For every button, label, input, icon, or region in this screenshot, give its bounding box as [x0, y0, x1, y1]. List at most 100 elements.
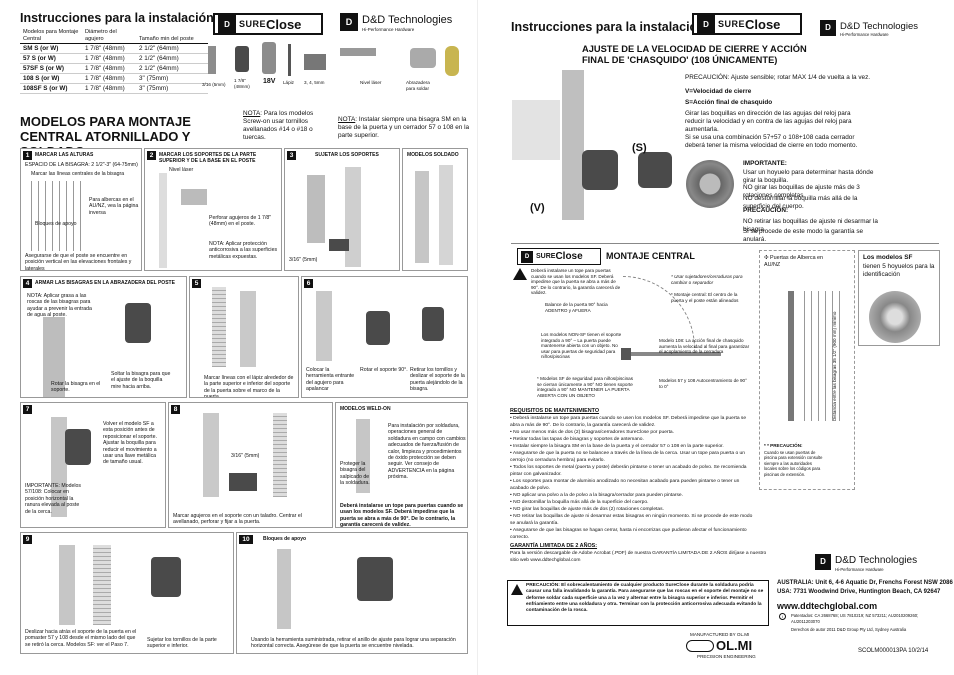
panel-number: 1	[23, 151, 32, 160]
post-illustration	[562, 70, 584, 220]
divider	[511, 243, 939, 244]
panel-text: Marcar las líneas centrales de la bisagr…	[31, 171, 125, 177]
precaution-1: PRECAUCIÓN: Ajuste sensible; rotar MAX 1…	[685, 74, 871, 81]
post-illustration	[51, 417, 67, 517]
sf-box-title: Los modelos SF	[863, 254, 913, 261]
sf-models-box: Los modelos SF tienen 5 hoyuelos para la…	[858, 250, 940, 346]
cell: 57SF S (or W)	[20, 63, 82, 74]
list-item: • NO destornillar la boquilla más allá d…	[510, 500, 649, 505]
sf-box-text: tienen 5 hoyuelos para la identificación	[863, 263, 935, 278]
list-item: • Asegurarse de que la puerta no se bala…	[510, 451, 745, 463]
bracket-illustration	[181, 189, 207, 205]
panel-3: 3 SUJETAR LOS SOPORTES 3/16" (5mm)	[284, 148, 400, 271]
olmi-rings-icon	[686, 639, 714, 652]
list-item: • Los soportes para montar de aluminio a…	[510, 479, 740, 491]
cell: 3" (75mm)	[136, 73, 208, 84]
gate-illustration	[273, 413, 287, 497]
panel-4: 4 ARMAR LAS BISAGRAS EN LA ABRAZADERA DE…	[20, 276, 187, 398]
cell: 3" (75mm)	[136, 83, 208, 94]
right-page-title: Instrucciones para la instalación	[511, 20, 705, 34]
hinge-illustration	[422, 307, 444, 341]
address-usa: USA: 7731 Woodwind Drive, Huntington Bea…	[777, 589, 941, 595]
adjust-text-2: Si se usa una combinación 57+57 o 108+10…	[685, 134, 858, 149]
panel-7: 7 Volver el modelo SF a esta posición an…	[20, 402, 166, 528]
brand-close: Close	[555, 251, 583, 262]
panel-title: MODELOS WELD-ON	[340, 406, 391, 412]
panel-text: NOTA: Aplicar grasa a las roscas de las …	[27, 293, 92, 319]
panel-text: Volver el modelo SF a esta posición ante…	[103, 421, 157, 466]
note-text: : Instalar siempre una bisagra SM en la …	[338, 116, 470, 139]
drill-illustration	[229, 473, 257, 491]
maint-item: NO girar las boquillas de ajuste más de …	[513, 507, 664, 512]
cell: 2 1/2" (64mm)	[136, 63, 208, 74]
cell: 108 S (or W)	[20, 73, 82, 84]
panel-title: ARMAR LAS BISAGRAS EN LA ABRAZADERA DEL …	[35, 280, 175, 286]
adjust-title: AJUSTE DE LA VELOCIDAD DE CIERRE Y ACCIÓ…	[582, 44, 807, 65]
panel-10: 10 Bloques de apoyo Usando la herramient…	[236, 532, 468, 654]
diagram-text: * Usar sujetadores/cerraduras para cambi…	[671, 274, 743, 285]
adjust-illustration: (S) (V)	[512, 70, 682, 240]
tool-label: 18V	[263, 78, 276, 85]
warranty-title: GARANTÍA LIMITADA DE 2 AÑOS:	[510, 543, 598, 549]
col-header-models: Modelos para Montaje Central	[20, 28, 82, 44]
maint-item: Los soportes para montar de aluminio ano…	[510, 479, 740, 491]
panel-text: 3/16" (5mm)	[231, 453, 260, 459]
tool-label: 3, 4, 5mm	[304, 80, 325, 85]
note-text: : Para los modelos Screw-on usar tornill…	[243, 110, 314, 141]
panel-number: 6	[304, 279, 313, 288]
maint-item: Todos los soportes de metal (puerta y po…	[510, 465, 747, 477]
table-row: 108 S (or W)1 7/8" (48mm)3" (75mm)	[20, 73, 208, 84]
post-illustration	[159, 173, 167, 268]
fence-illustration	[31, 181, 83, 251]
post-illustration	[277, 549, 291, 629]
company-name: D&D Technologies	[835, 555, 918, 566]
website-link[interactable]: www.ddtechglobal.com	[777, 601, 878, 611]
label-s: (S)	[632, 142, 647, 154]
dd-logo-right: D D&D Technologies Hi-Performance Hardwa…	[820, 20, 950, 44]
dd-logo-text: D&D Technologies	[840, 21, 918, 32]
diagram-text: * Modelos SF de seguridad para niños/pis…	[537, 376, 634, 398]
important-text: Usar un hoyuelo para determinar hasta dó…	[743, 169, 874, 184]
panel-title: Bloques de apoyo	[263, 536, 307, 542]
address-au: AUSTRALIA: Unit 6, 4-6 Aquatic Dr, Frenc…	[777, 580, 953, 586]
panel-title: MARCAR LAS ALTURAS	[35, 152, 94, 158]
post-illustration	[415, 171, 429, 263]
nozzle-illustration	[686, 160, 734, 208]
weld-warning-box: PRECAUCIÓN: El sobrecalentamiento de cua…	[507, 580, 769, 626]
hinge-illustration	[151, 557, 181, 597]
diagram-text: Modelo 108: La acción final de chasquido…	[659, 338, 750, 355]
panel-title: SUJETAR LOS SOPORTES	[315, 152, 379, 158]
dd-logo-icon: D	[340, 13, 358, 31]
list-item: • NO girar las boquillas de ajuste más d…	[510, 507, 664, 512]
patents: Patentados: CA 2668768; US 7810219; NZ 5…	[791, 613, 919, 624]
pool-fence-illustration	[804, 291, 844, 421]
maint-item: NO aplicar una polvo a la de polvo a la …	[513, 493, 683, 498]
gate-illustration	[212, 287, 226, 367]
panel-welded: MODELOS SOLDADO	[402, 148, 468, 271]
dimple-nozzle-illustration	[869, 291, 921, 343]
dd-logo-text: D&D Technologies	[362, 14, 453, 26]
note-screw-on: NOTA: Para los modelos Screw-on usar tor…	[243, 110, 328, 142]
panel-8: 8 3/16" (5mm) Marcar agujeros en el sopo…	[168, 402, 333, 528]
panel-text: NOTA: Aplicar protección anticorrosiva a…	[209, 241, 278, 260]
cell: SM S (or W)	[20, 43, 82, 54]
welding-torch-icon	[445, 46, 459, 76]
tool-label: 1 7/8" (48mm)	[234, 78, 250, 89]
pool-label-text: Puertas de Alberca en AU/NZ	[764, 255, 824, 268]
panel-text: Soltar la bisagra para que el ajuste de …	[111, 371, 171, 390]
dd-logo-tagline: Hi-Performance Hardware	[362, 27, 415, 32]
panel-text: Perforar agujeros de 1 7/8" (48mm) en el…	[209, 215, 272, 228]
panel-5: 5 Marcar líneas con el lápiz alrededor d…	[189, 276, 299, 398]
pencil-icon	[288, 44, 291, 76]
cell: 2 1/2" (64mm)	[136, 43, 208, 54]
panel-text: Para instalación por soldadura, operacio…	[388, 423, 466, 481]
gate-icon	[631, 352, 721, 356]
panel-number: 4	[23, 279, 32, 288]
hole-saw-icon	[235, 46, 249, 72]
top-view-diagram: Deberá instalarse un tope para puertas c…	[511, 266, 751, 402]
panel-text: Deslizar hacia atrás el soporte de la pu…	[25, 629, 137, 648]
panel-number: 7	[23, 405, 32, 414]
precaution-2-a: NO retirar las boquillas de ajuste ni de…	[743, 218, 878, 233]
panel-text: Proteger la bisagra del salpicado de la …	[340, 461, 370, 487]
hinge-illustration	[357, 557, 393, 601]
